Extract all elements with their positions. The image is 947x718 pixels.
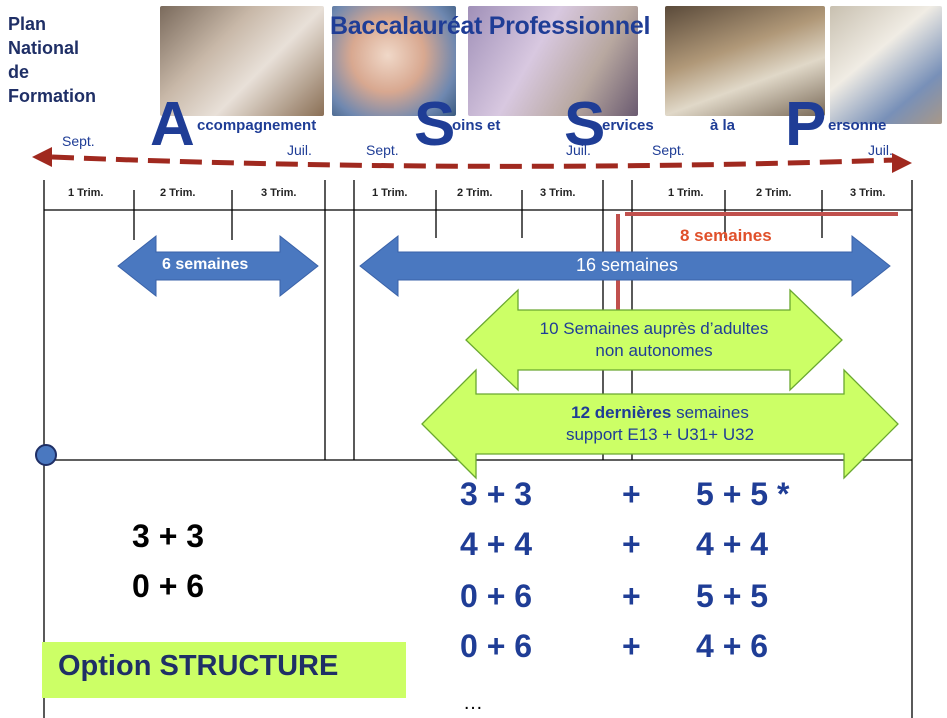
photo-elderly	[468, 6, 638, 116]
formula-left-1: 3 + 3	[132, 518, 205, 554]
red-label-8-semaines: 8 semaines	[680, 226, 772, 245]
blue-arrow-6-semaines	[117, 234, 319, 298]
date-sept-3: Sept.	[652, 142, 685, 158]
acronym-cap-p: P	[785, 90, 827, 159]
date-juil-3: Juil.	[868, 142, 893, 158]
trim-label: 3 Trim.	[261, 187, 297, 199]
acronym-cap-a: A	[150, 90, 195, 159]
formula-right-a: 0 + 6	[460, 628, 533, 664]
option-structure-box	[42, 642, 406, 698]
ellipsis: …	[463, 692, 483, 714]
date-juil-2: Juil.	[566, 142, 591, 158]
acronym-rest-2: oins et	[452, 117, 501, 134]
trim-label: 1 Trim.	[68, 187, 104, 199]
timeline-arrow-right	[892, 153, 912, 173]
green-arrow-1-line1: 10 Semaines auprès d’adultes	[539, 319, 769, 338]
green-arrow-2-line2: support E13 + U31+ U32	[565, 425, 755, 444]
timeline-arrow-left	[32, 147, 52, 167]
green-arrow-12-semaines	[421, 368, 899, 480]
formula-right-plus: +	[622, 476, 641, 512]
trim-label: 3 Trim.	[540, 187, 576, 199]
green-arrow-1-label: 10 Semaines auprès d’adultes non autonom…	[470, 318, 838, 362]
blue-arrow-16-semaines	[359, 234, 891, 298]
trim-label: 1 Trim.	[372, 187, 408, 199]
diagram-title: Baccalauréat Professionnel	[330, 12, 651, 40]
plan-line-4: Formation	[8, 86, 96, 106]
plan-line-2: National	[8, 38, 80, 58]
date-juil-1: Juil.	[287, 142, 312, 158]
green-arrow-2-line1: 12 dernières semaines	[476, 402, 844, 424]
green-arrow-1-line2: non autonomes	[595, 341, 713, 360]
photo-students	[665, 6, 825, 116]
photo-nurse	[160, 6, 324, 116]
green-arrow-2-label: 12 dernières semaines support E13 + U31+…	[476, 402, 844, 446]
green-arrow-2-bold: 12 dernières	[571, 403, 672, 422]
formula-right-plus: +	[622, 578, 641, 614]
green-arrow-10-semaines	[465, 288, 843, 392]
formula-right-b: 5 + 5	[696, 578, 769, 614]
trim-label: 2 Trim.	[756, 187, 792, 199]
formula-right-plus: +	[622, 628, 641, 664]
photo-care	[830, 6, 942, 124]
blue-arrow-2-label: 16 semaines	[576, 255, 679, 275]
timeline-start-dot	[35, 444, 57, 466]
plan-title: Plan National de Formation	[8, 12, 148, 108]
timeline-dashed-line	[32, 147, 912, 173]
formula-right-b: 4 + 4	[696, 526, 769, 562]
plan-line-1: Plan	[8, 14, 47, 34]
trim-label: 1 Trim.	[668, 187, 704, 199]
formula-right-a: 3 + 3	[460, 476, 533, 512]
formula-left-2: 0 + 6	[132, 568, 205, 604]
trim-label: 2 Trim.	[457, 187, 493, 199]
option-structure-label: Option STRUCTURE	[58, 650, 339, 682]
formula-right-a: 0 + 6	[460, 578, 533, 614]
trim-label: 2 Trim.	[160, 187, 196, 199]
plan-line-3: de	[8, 62, 30, 82]
formula-right-a: 4 + 4	[460, 526, 533, 562]
date-sept-2: Sept.	[366, 142, 399, 158]
acronym-cap-s2: S	[564, 90, 606, 159]
date-sept-1: Sept.	[62, 133, 95, 149]
photo-child	[332, 6, 456, 116]
formula-right-b: 5 + 5 *	[696, 476, 790, 512]
acronym-rest-1: ccompagnement	[197, 117, 317, 134]
acronym-rest-3: ervices	[602, 117, 654, 134]
green-arrow-2-rest: semaines	[671, 403, 749, 422]
blue-arrow-1-label: 6 semaines	[162, 256, 249, 273]
formula-right-plus: +	[622, 526, 641, 562]
acronym-cap-s1: S	[414, 90, 456, 159]
trim-label: 3 Trim.	[850, 187, 886, 199]
acronym-rest-4: à la	[710, 117, 736, 134]
formula-right-b: 4 + 6	[696, 628, 769, 664]
acronym-rest-5: ersonne	[828, 117, 887, 134]
